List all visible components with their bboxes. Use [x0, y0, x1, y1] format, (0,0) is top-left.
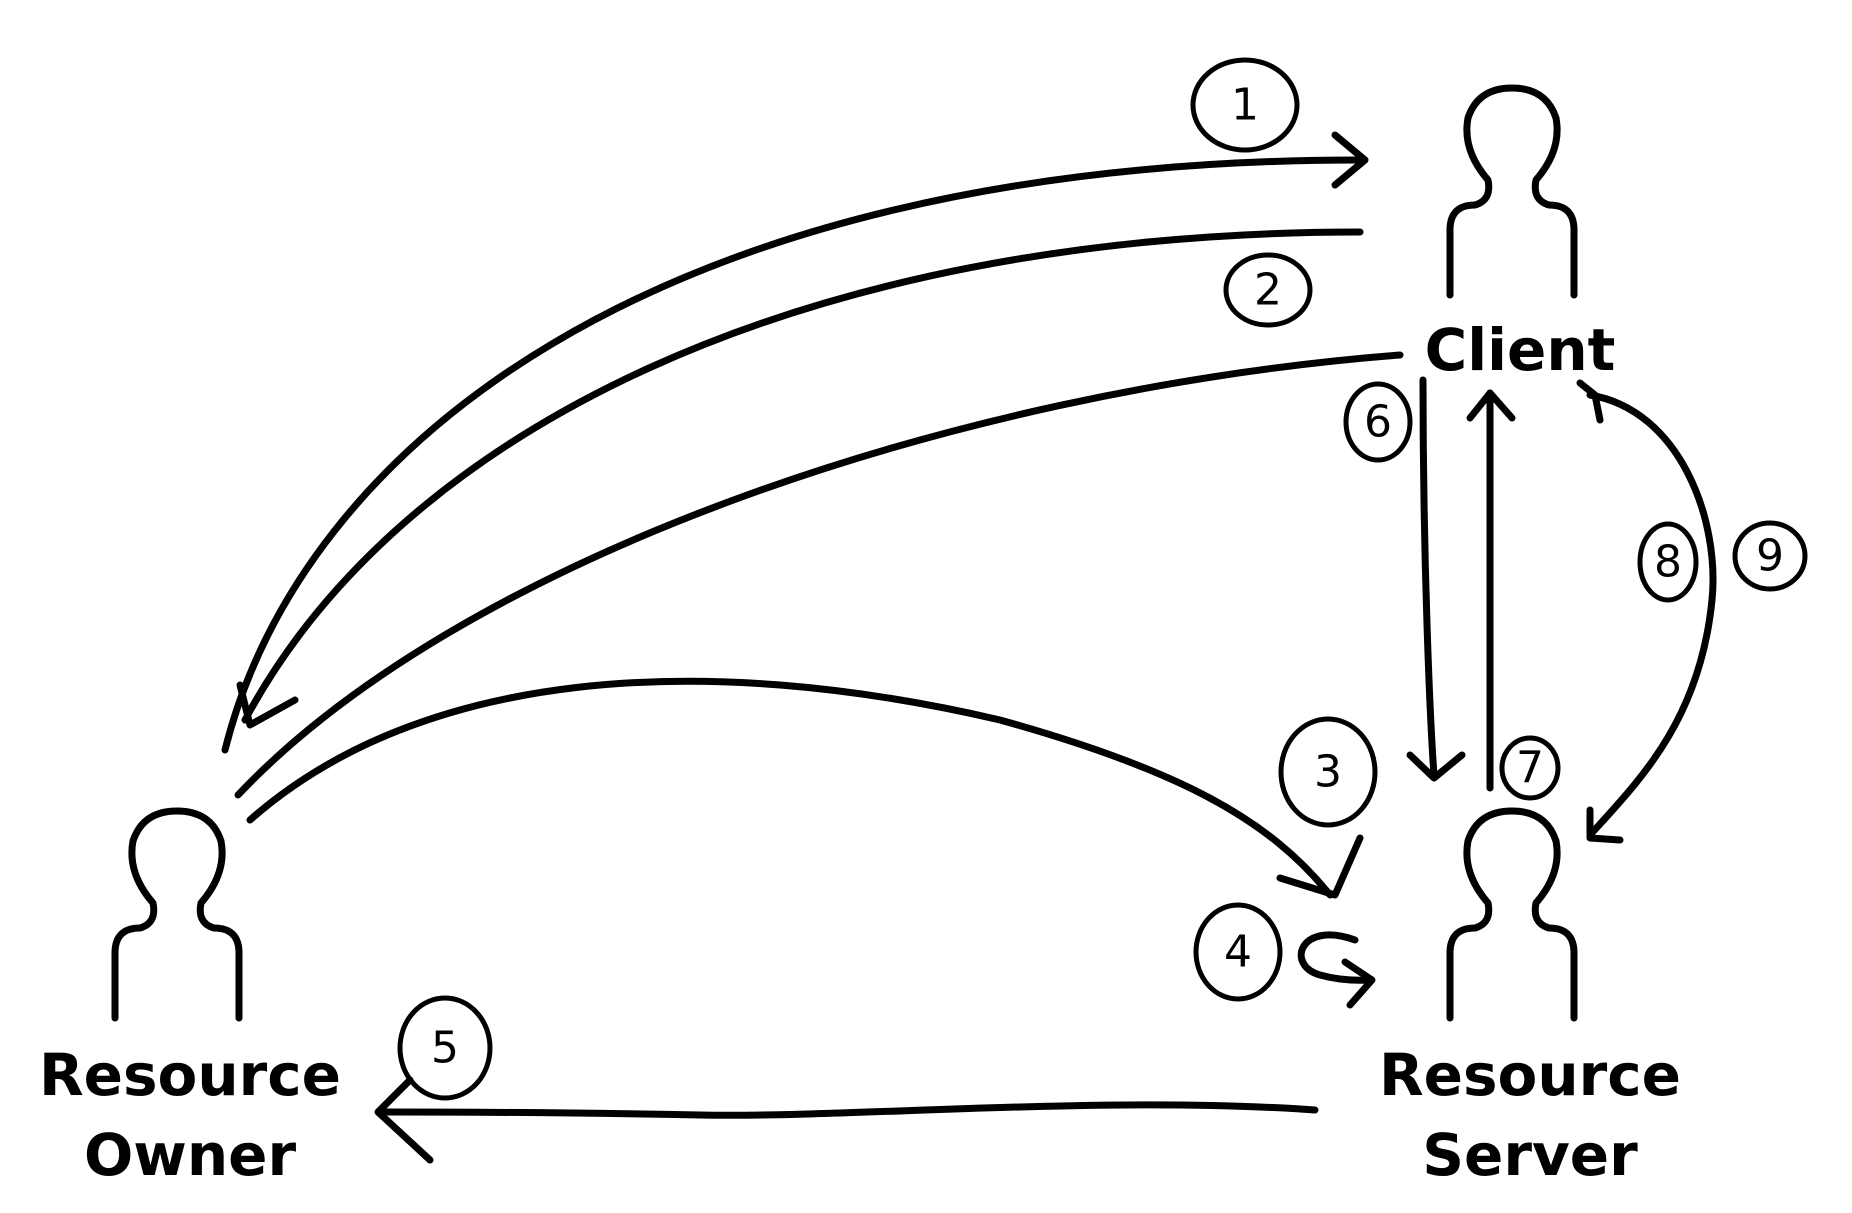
- client-person-icon: [1446, 84, 1578, 299]
- resource-owner-label: Resource Owner: [30, 1035, 350, 1195]
- step-4-circle: [1193, 902, 1283, 1002]
- resource-owner-person-icon: [111, 807, 243, 1022]
- arrow-step-5: [374, 1076, 1319, 1164]
- arrow-step-1: [221, 131, 1369, 754]
- arrow-step-6: [1406, 376, 1466, 782]
- resource-server-label: Resource Server: [1370, 1035, 1690, 1195]
- step-4-number: 4: [1224, 927, 1252, 978]
- resource-server-label-line2: Server: [1422, 1121, 1638, 1189]
- step-8-number: 8: [1654, 537, 1682, 588]
- resource-owner-label-line2: Owner: [83, 1121, 297, 1189]
- client-label-text: Client: [1424, 316, 1616, 384]
- resource-owner-label-line1: Resource: [39, 1041, 341, 1109]
- client-label: Client: [1410, 310, 1630, 390]
- step-7-number: 7: [1516, 743, 1544, 794]
- arrow-step-8-9: [1576, 379, 1717, 844]
- arrow-step-7: [1466, 389, 1516, 792]
- step-7-circle: [1499, 735, 1561, 801]
- step-2-number: 2: [1254, 265, 1282, 316]
- step-6-number: 6: [1364, 397, 1392, 448]
- arrow-client-to-owner-line: [234, 351, 1404, 799]
- step-8-circle: [1637, 521, 1699, 603]
- step-5-circle: [397, 995, 493, 1101]
- step-5-number: 5: [431, 1023, 459, 1074]
- step-6-circle: [1343, 381, 1413, 463]
- arrow-step-4: [1297, 931, 1376, 1009]
- resource-server-label-line1: Resource: [1379, 1041, 1681, 1109]
- step-9-number: 9: [1756, 531, 1784, 582]
- step-9-circle: [1732, 520, 1808, 592]
- step-2-circle: [1223, 252, 1313, 328]
- step-1-number: 1: [1231, 80, 1259, 131]
- arrow-step-3: [246, 677, 1364, 899]
- step-1-circle: [1190, 57, 1300, 153]
- resource-server-person-icon: [1446, 807, 1578, 1022]
- arrow-step-2: [236, 228, 1364, 729]
- step-3-circle: [1278, 716, 1378, 828]
- step-3-number: 3: [1314, 747, 1342, 798]
